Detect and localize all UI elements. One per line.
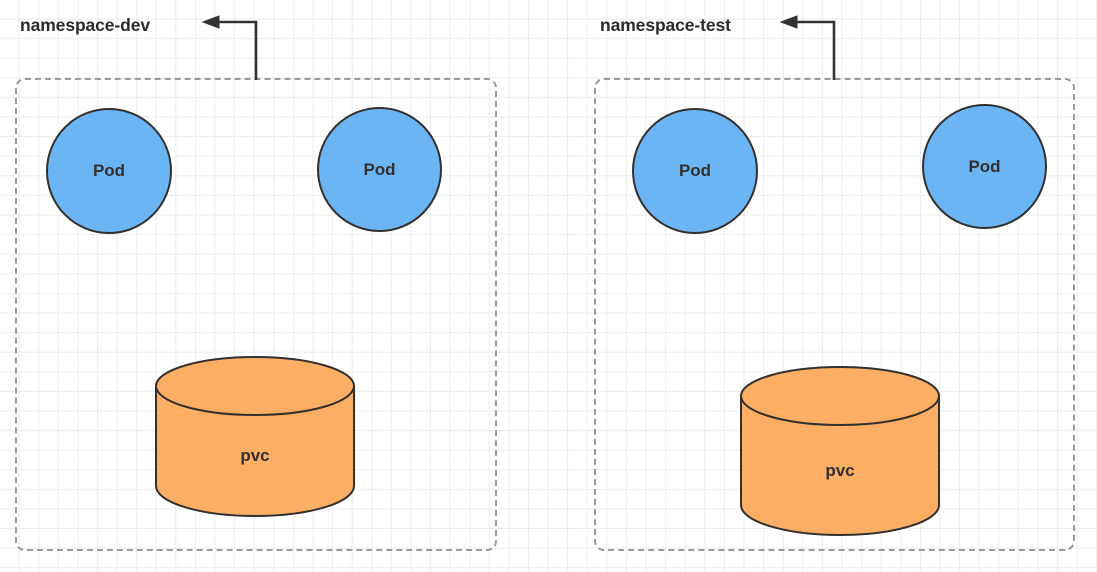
arrow-namespace-test	[779, 15, 836, 80]
pvc-test[interactable]: pvc	[740, 366, 940, 536]
pod-test-1[interactable]: Pod	[632, 108, 758, 234]
arrow-namespace-dev	[201, 15, 258, 80]
namespace-dev-label: namespace-dev	[20, 15, 151, 35]
namespace-test-label: namespace-test	[600, 15, 731, 35]
pvc-dev-shape	[155, 356, 355, 517]
pod-test-1-label: Pod	[678, 161, 712, 180]
pvc-dev[interactable]: pvc	[155, 356, 355, 517]
pod-test-2-label: Pod	[968, 156, 1001, 176]
pod-dev-2[interactable]: Pod	[317, 107, 442, 232]
pod-test-2[interactable]: Pod	[922, 104, 1047, 229]
pod-dev-1[interactable]: Pod	[46, 108, 172, 234]
pvc-test-shape	[740, 366, 940, 536]
pod-dev-1-label: Pod	[92, 161, 126, 180]
pod-dev-2-label: Pod	[363, 159, 396, 179]
